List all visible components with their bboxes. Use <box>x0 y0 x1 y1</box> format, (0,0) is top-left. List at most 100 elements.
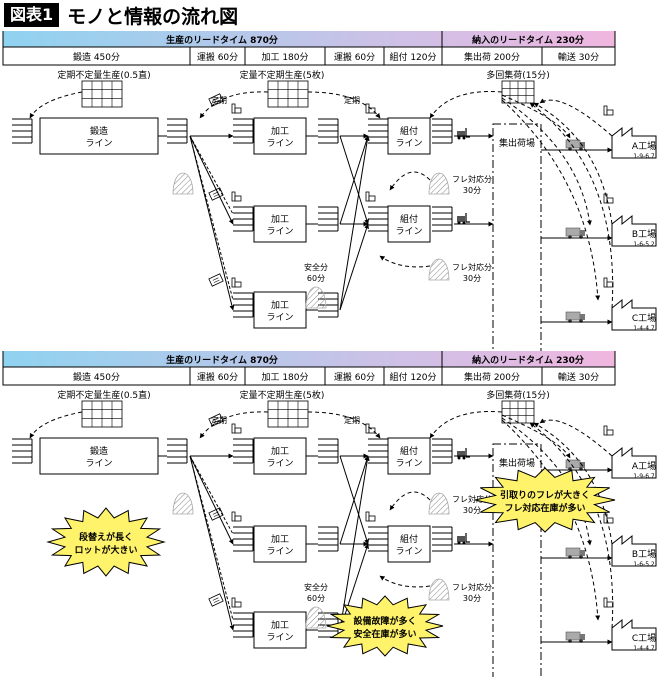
process-label: 加工 <box>271 534 289 545</box>
post-pole <box>231 423 236 434</box>
post-pole <box>365 511 370 522</box>
process-rect <box>253 611 307 649</box>
post-box <box>368 107 376 114</box>
process-label: ライン <box>395 138 422 149</box>
info-flow-arrow <box>307 91 381 119</box>
process-label: ライン <box>266 458 293 469</box>
assembly-input-stack <box>368 526 389 552</box>
process-label: ライン <box>266 312 293 323</box>
stock-bell-icon <box>305 286 327 309</box>
stock-bell-icon <box>428 578 450 601</box>
segment-label: 加工 180分 <box>261 52 308 63</box>
figure-title-text: モノと情報の流れ図 <box>67 5 239 28</box>
info-flow-arrow <box>307 411 381 439</box>
process-label: ライン <box>266 632 293 643</box>
raw-material-stack <box>12 118 33 144</box>
machining-input-stack <box>233 292 254 318</box>
process-label: ライン <box>266 138 293 149</box>
process-label: ライン <box>266 226 293 237</box>
assembly-output-stack <box>432 206 453 232</box>
kanban-rect <box>208 273 224 287</box>
info-flow-arrow <box>501 414 571 459</box>
kanban-line <box>213 419 220 423</box>
assembly-input-stack <box>368 206 389 232</box>
delivery-leadtime: 納入のリードタイム 230分 <box>472 34 584 46</box>
post-pole <box>365 423 370 434</box>
production-leadtime: 生産のリードタイム 870分 <box>166 354 278 366</box>
info-flow-arrow <box>389 171 431 191</box>
post-pole <box>603 597 608 608</box>
post-icon <box>231 423 242 434</box>
post-pole <box>231 511 236 522</box>
stock-bell-icon <box>428 258 450 281</box>
schedule-board-icon <box>81 400 123 428</box>
post-icon <box>231 103 242 114</box>
post-icon <box>603 277 614 288</box>
safety-stock-label: 安全分 <box>304 582 328 592</box>
info-flow-arrow <box>199 91 269 119</box>
material-flow-arrow <box>339 455 370 631</box>
process-label: ライン <box>85 138 112 149</box>
process-label: 加工 <box>271 620 289 631</box>
post-box <box>368 195 376 202</box>
segment-bar <box>2 366 616 386</box>
schedule-board-icon <box>81 80 123 108</box>
process-label: 加工 <box>271 300 289 311</box>
stock-bell-icon <box>172 172 194 195</box>
post-icon <box>603 513 614 524</box>
truck-cab <box>580 462 585 468</box>
kanban-line <box>212 277 219 281</box>
truck-cab <box>580 634 585 640</box>
info-flow-arrow <box>533 102 613 225</box>
process-label: 鍛造 <box>90 445 108 457</box>
kanban-card-icon <box>208 93 224 107</box>
segment-label: 運搬 60分 <box>197 51 238 63</box>
material-flow-arrow <box>339 223 369 311</box>
forklift-body <box>457 536 465 542</box>
process-label: 組付 <box>400 213 418 225</box>
post-box <box>368 427 376 434</box>
machining-schedule-label: 定量不定期生産(5枚) <box>240 389 325 401</box>
info-flow-arrow <box>501 94 571 139</box>
forging-output-stack <box>167 438 188 464</box>
leadtime-bar <box>3 31 615 47</box>
post-pole <box>231 277 236 288</box>
process-label: 組付 <box>400 125 418 137</box>
kanban-return-line <box>189 135 234 301</box>
stock-bell-icon <box>428 172 450 195</box>
forklift-wheel <box>457 136 461 140</box>
truck-cab <box>580 550 585 556</box>
info-flow-arrow <box>389 491 431 511</box>
truck-icon <box>565 547 585 559</box>
assembly-input-stack <box>368 438 389 464</box>
kanban-line <box>212 597 219 601</box>
post-icon <box>365 191 376 202</box>
post-icon <box>603 193 614 204</box>
segment-label: 運搬 60分 <box>197 371 238 383</box>
machining-input-stack <box>233 438 254 464</box>
shipping-area <box>492 123 542 363</box>
post-box <box>606 281 614 288</box>
info-flow-arrow <box>429 91 503 119</box>
post-box <box>606 429 614 436</box>
assembly-output-stack <box>432 438 453 464</box>
machining-input-stack <box>233 526 254 552</box>
truck-icon <box>565 227 585 239</box>
segment-label: 輸送 30分 <box>558 51 599 63</box>
process-rect <box>253 291 307 329</box>
post-icon <box>231 277 242 288</box>
factory-outline <box>611 298 657 331</box>
forklift-wheel <box>457 456 461 460</box>
factory-name: C工場 <box>632 632 656 644</box>
fluct-stock-label: 30分 <box>463 274 481 283</box>
schedule-board-icon <box>501 400 535 424</box>
